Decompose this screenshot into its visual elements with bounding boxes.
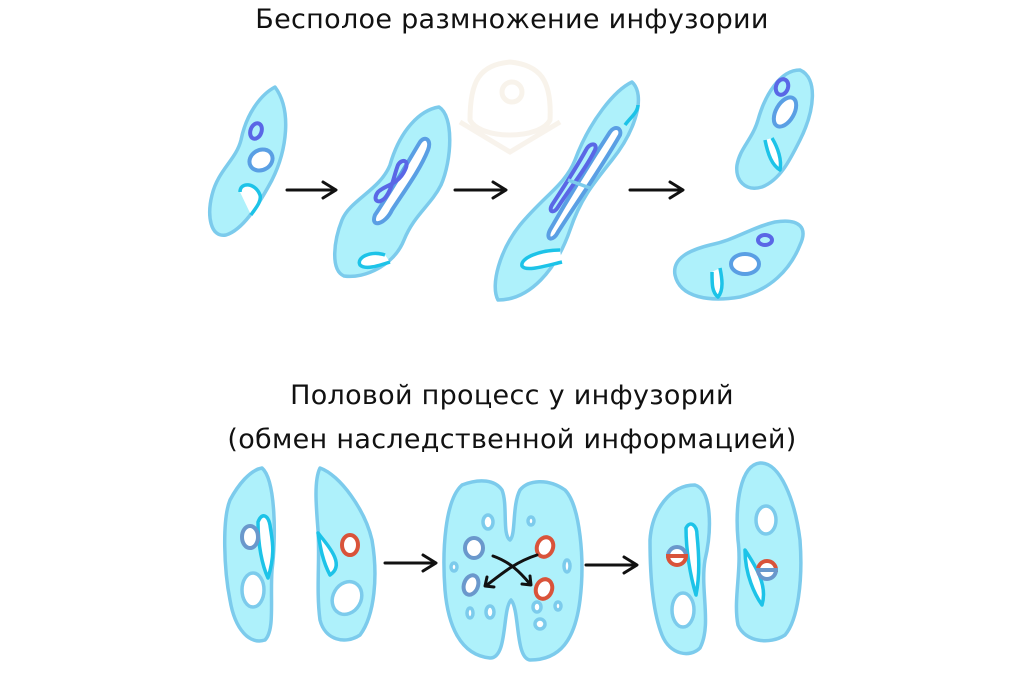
oral-groove	[710, 267, 724, 299]
vacuole	[526, 515, 536, 527]
exchange-arrow-icon	[491, 554, 533, 587]
micronucleus-dividing	[373, 158, 409, 204]
macronucleus-dividing	[372, 136, 432, 226]
vacuole	[533, 617, 547, 631]
ciliate-daughter-cell-top	[735, 68, 815, 190]
sexual-process-subtitle: (обмен наследственной информацией)	[227, 424, 797, 455]
micronucleus	[773, 77, 791, 97]
ciliate-exconjugant-left	[648, 483, 712, 656]
vacuole	[553, 600, 563, 612]
arrow-right-icon	[383, 553, 438, 573]
arrow-right-icon	[584, 555, 639, 575]
vacuole	[562, 558, 572, 574]
asexual-reproduction-title: Бесполое размножение инфузории	[255, 4, 769, 35]
micronucleus-red	[340, 533, 360, 557]
oral-groove	[357, 251, 391, 270]
micronucleus-red-exchanged	[533, 577, 555, 601]
sexual-process-title: Половой процесс у инфузорий	[290, 380, 734, 411]
exchange-arrow-icon	[483, 553, 539, 589]
ciliate-cell-initial	[208, 85, 288, 237]
micronucleus-blue	[463, 536, 485, 560]
macronucleus-dividing	[546, 126, 623, 241]
watermark-bear-logo	[458, 59, 562, 155]
vacuole	[465, 606, 475, 620]
micronucleus-blue-half	[755, 568, 779, 581]
macronucleus	[670, 591, 696, 629]
macronucleus	[330, 579, 364, 617]
oral-groove	[238, 183, 263, 216]
oral-groove	[316, 531, 338, 577]
macronucleus	[247, 147, 275, 173]
vacuole	[449, 561, 459, 573]
arrow-right-icon	[628, 180, 685, 200]
micronucleus	[756, 233, 774, 247]
arrow-right-icon	[453, 180, 508, 200]
oral-groove	[256, 514, 275, 580]
vacuole	[531, 600, 543, 614]
micronucleus-red	[534, 535, 556, 559]
micronucleus-blue	[240, 524, 260, 550]
oral-groove	[684, 522, 701, 597]
ciliate-conjugant-right	[314, 466, 377, 642]
oral-groove	[520, 248, 563, 271]
vacuole	[484, 604, 496, 620]
macronucleus	[771, 95, 799, 129]
oral-groove	[743, 548, 766, 607]
ciliate-conjugant-left	[222, 466, 277, 643]
ciliate-cell-dividing-nuclei	[333, 105, 452, 279]
division-furrow	[567, 178, 591, 190]
oral-groove	[763, 137, 783, 172]
micronucleus	[248, 121, 264, 141]
vacuole	[481, 513, 495, 531]
micronucleus-blue-exchanged	[461, 573, 481, 597]
ciliate-exconjugant-right	[734, 461, 803, 643]
ciliate-daughter-cell-bottom	[673, 219, 805, 301]
oral-groove-new	[623, 104, 640, 127]
ciliates-conjugating-pair	[442, 479, 584, 662]
arrow-right-icon	[285, 180, 338, 200]
macronucleus	[240, 571, 266, 609]
ciliate-cell-splitting	[493, 80, 641, 302]
micronucleus-dividing	[548, 142, 598, 214]
macronucleus	[729, 252, 761, 276]
macronucleus	[754, 504, 778, 536]
micronucleus-red-half	[665, 554, 689, 567]
